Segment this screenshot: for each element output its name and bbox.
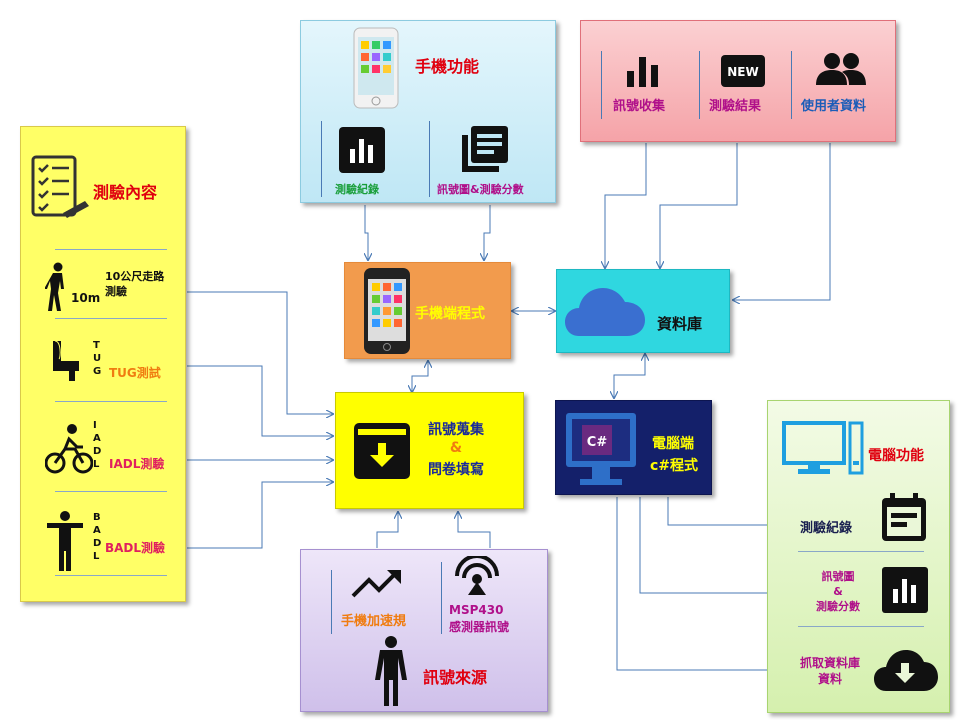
ampersand-label: & [449,440,463,456]
pc-test-record-label: 測驗紀錄 [800,521,853,536]
pc-app-line2: c#程式 [650,458,699,474]
phone-app-box: 手機端程式 [344,262,511,359]
signal-tower-icon [455,556,499,595]
signal-collection-label: 訊號收集 [613,99,666,114]
trending-up-icon [351,570,401,598]
divider [331,570,332,634]
fetch-database-label: 抓取資料庫 資料 [799,656,860,686]
database-box: 資料庫 [556,269,730,353]
test-content-title: 測驗內容 [93,183,158,202]
tug-vertical-label: TUG [93,339,101,378]
pc-app-box: C# 電腦端 c#程式 [555,400,712,495]
phone-app-label: 手機端程式 [415,306,485,322]
users-icon [816,53,866,85]
phone-accelerometer-label: 手機加速規 [341,614,407,629]
seated-person-icon [53,340,79,381]
data-categories-panel: NEW 訊號收集 測驗結果 使用者資料 [580,20,896,142]
iadl-vertical-label: IADL [93,419,101,471]
monitor-csharp-icon: C# [566,413,636,485]
signal-source-panel: 手機加速規 MSP430 感測器訊號 訊號來源 [300,549,548,712]
divider [55,491,167,492]
divider [55,401,167,402]
bar-chart-icon [882,567,928,613]
walk-test-label: 10公尺走路 測驗 [105,270,165,298]
divider [55,575,167,576]
iadl-vertical-text: IADL [93,420,102,470]
divider [55,249,167,250]
phone-test-record-label: 測驗紀錄 [335,183,379,196]
cyclist-icon [45,424,93,474]
human-body-icon [375,636,407,706]
iadl-test-label: IADL測驗 [109,457,165,471]
smartphone-icon [364,268,410,354]
phone-features-title: 手機功能 [415,57,480,76]
standing-person-icon [47,511,83,571]
download-archive-icon [354,423,410,479]
signal-source-title: 訊號來源 [423,668,488,687]
divider [429,121,430,197]
calendar-event-icon [882,493,926,541]
cloud-icon [565,288,645,336]
divider [699,51,700,119]
tug-vertical-text: TUG [93,340,102,377]
walking-person-icon [45,262,64,311]
divider [441,562,442,634]
test-results-label: 測驗結果 [709,99,762,114]
pc-features-title: 電腦功能 [868,448,924,464]
tug-test-label: TUG測試 [109,366,161,380]
test-content-panel: 測驗內容 10m 10公尺走路 測驗 TUG TUG測試 IADL IADL測驗… [20,126,186,602]
divider [321,121,322,197]
signal-bars-icon [627,57,658,87]
phone-features-panel: 手機功能 測驗紀錄 訊號圖&測驗分數 [300,20,556,203]
pc-features-panel: 電腦功能 測驗紀錄 訊號圖 & 測驗分數 抓取資料庫 資料 [767,400,950,713]
user-data-label: 使用者資料 [801,99,867,114]
desktop-computer-icon [782,421,864,475]
phone-signal-score-label: 訊號圖&測驗分數 [437,183,524,196]
divider [798,626,924,627]
badl-vertical-label: BADL [93,511,101,563]
divider [798,551,924,552]
csharp-text: C# [587,435,608,450]
msp430-sensor-label: MSP430 感測器訊號 [449,603,510,634]
library-books-icon [462,126,508,172]
bar-chart-icon [339,127,385,173]
new-badge-text: NEW [727,65,758,79]
database-label: 資料庫 [657,315,703,333]
divider [601,51,602,119]
pc-signal-score-label: 訊號圖 & 測驗分數 [816,570,860,613]
signal-collection-line1: 訊號蒐集 [428,422,484,438]
pc-app-line1: 電腦端 [652,436,694,452]
smartphone-app-icon [353,27,399,109]
ten-meter-label: 10m [71,291,101,305]
divider [55,318,167,319]
cloud-download-icon [874,650,938,691]
checklist-icon [31,155,89,218]
questionnaire-label: 問卷填寫 [428,462,484,478]
badl-test-label: BADL測驗 [105,541,166,555]
signal-collection-box: 訊號蒐集 & 問卷填寫 [335,392,524,509]
badl-vertical-text: BADL [93,512,102,562]
divider [791,51,792,119]
new-badge-icon: NEW [721,55,765,87]
